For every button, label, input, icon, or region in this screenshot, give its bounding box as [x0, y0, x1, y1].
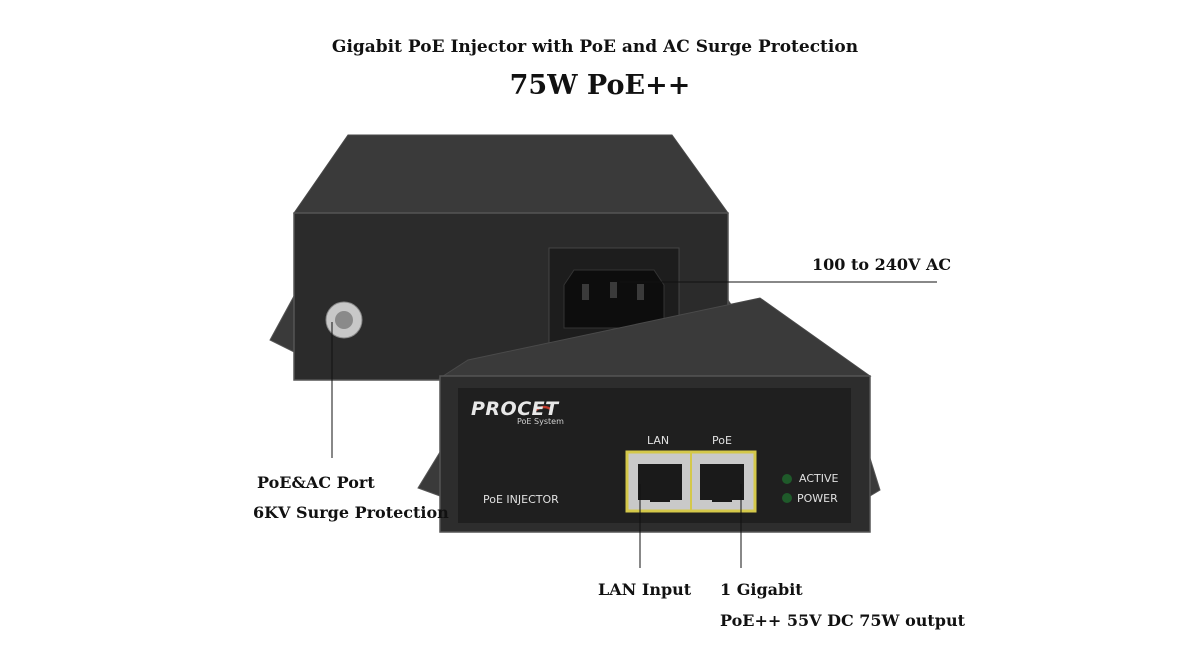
poe-port-label: PoE: [712, 434, 732, 447]
ac-input-callout: 100 to 240V AC: [812, 255, 952, 274]
ac-inlet-socket: [563, 269, 665, 329]
page-subtitle: Gigabit PoE Injector with PoE and AC Sur…: [331, 37, 859, 57]
poe-jack-notch: [712, 494, 732, 502]
lan-jack-notch: [650, 494, 670, 502]
active-led: [782, 474, 792, 484]
ground-screw-inner: [335, 311, 353, 329]
page-title: 75W PoE++: [509, 70, 691, 101]
ac-pin-center: [610, 282, 617, 298]
ac-pin-right: [637, 284, 644, 300]
power-led-label: POWER: [797, 492, 838, 505]
back-unit-top: [293, 134, 729, 214]
active-led-label: ACTIVE: [799, 472, 839, 485]
lan-port-label: LAN: [647, 434, 670, 447]
poe-callout-line1: 1 Gigabit: [720, 580, 803, 599]
port-callout-line1: PoE&AC Port: [257, 473, 375, 492]
ac-pin-left: [582, 284, 589, 300]
front-unit-right-flange: [869, 457, 881, 497]
poe-callout-line2: PoE++ 55V DC 75W output: [720, 611, 965, 630]
back-unit-left-flange: [269, 295, 295, 353]
power-led: [782, 493, 792, 503]
front-unit-left-flange: [417, 450, 441, 497]
brand-subtitle: PoE System: [517, 417, 564, 426]
model-label: PoE INJECTOR: [483, 493, 559, 506]
lan-input-callout: LAN Input: [598, 580, 692, 599]
logo-swoosh: [535, 405, 553, 412]
port-callout-line2: 6KV Surge Protection: [253, 503, 449, 522]
brand-logo: PROCET: [471, 398, 559, 420]
